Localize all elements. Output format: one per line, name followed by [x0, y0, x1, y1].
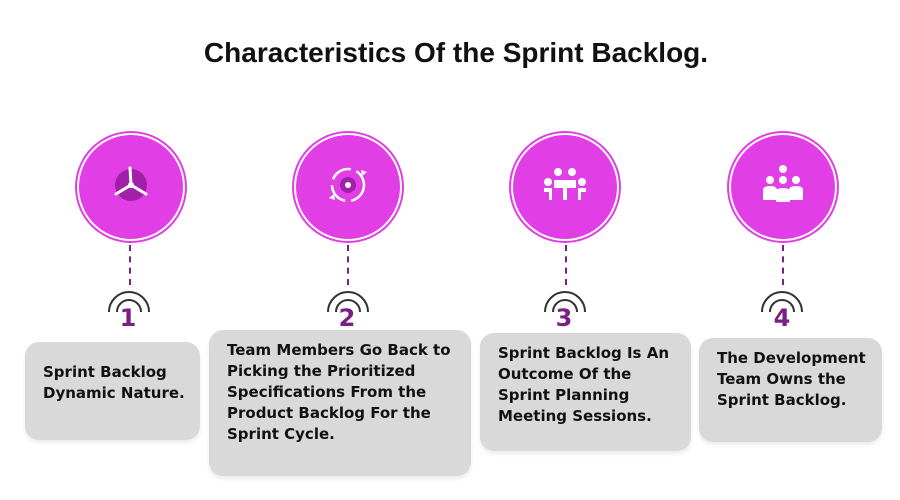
wind-turbine-icon [106, 160, 156, 214]
team-group-icon [758, 160, 808, 214]
step-1-number: 1 [119, 304, 137, 332]
cycle-gear-icon [323, 160, 373, 214]
step-1-circle [79, 135, 183, 239]
step-2-arc [327, 291, 369, 313]
step-3-circle [513, 135, 617, 239]
step-2-box: Team Members Go Back to Picking the Prio… [209, 330, 471, 476]
step-4-connector [782, 245, 784, 285]
step-3-connector [565, 245, 567, 285]
page-title: Characteristics Of the Sprint Backlog. [203, 37, 709, 68]
step-3-box: Sprint Backlog Is An Outcome Of the Spri… [480, 333, 691, 451]
step-4-arc [761, 291, 803, 313]
step-4-circle [731, 135, 835, 239]
step-2-circle [296, 135, 400, 239]
meeting-table-icon [540, 160, 590, 214]
step-1-box: Sprint Backlog Dynamic Nature. [25, 342, 200, 440]
step-2-connector [347, 245, 349, 285]
step-1-connector [129, 245, 131, 285]
step-3-number: 3 [555, 304, 573, 332]
step-4-number: 4 [773, 304, 791, 332]
step-1-arc [108, 291, 150, 313]
step-3-arc [544, 291, 586, 313]
step-4-box: The Development Team Owns the Sprint Bac… [699, 338, 882, 442]
step-2-number: 2 [338, 304, 356, 332]
